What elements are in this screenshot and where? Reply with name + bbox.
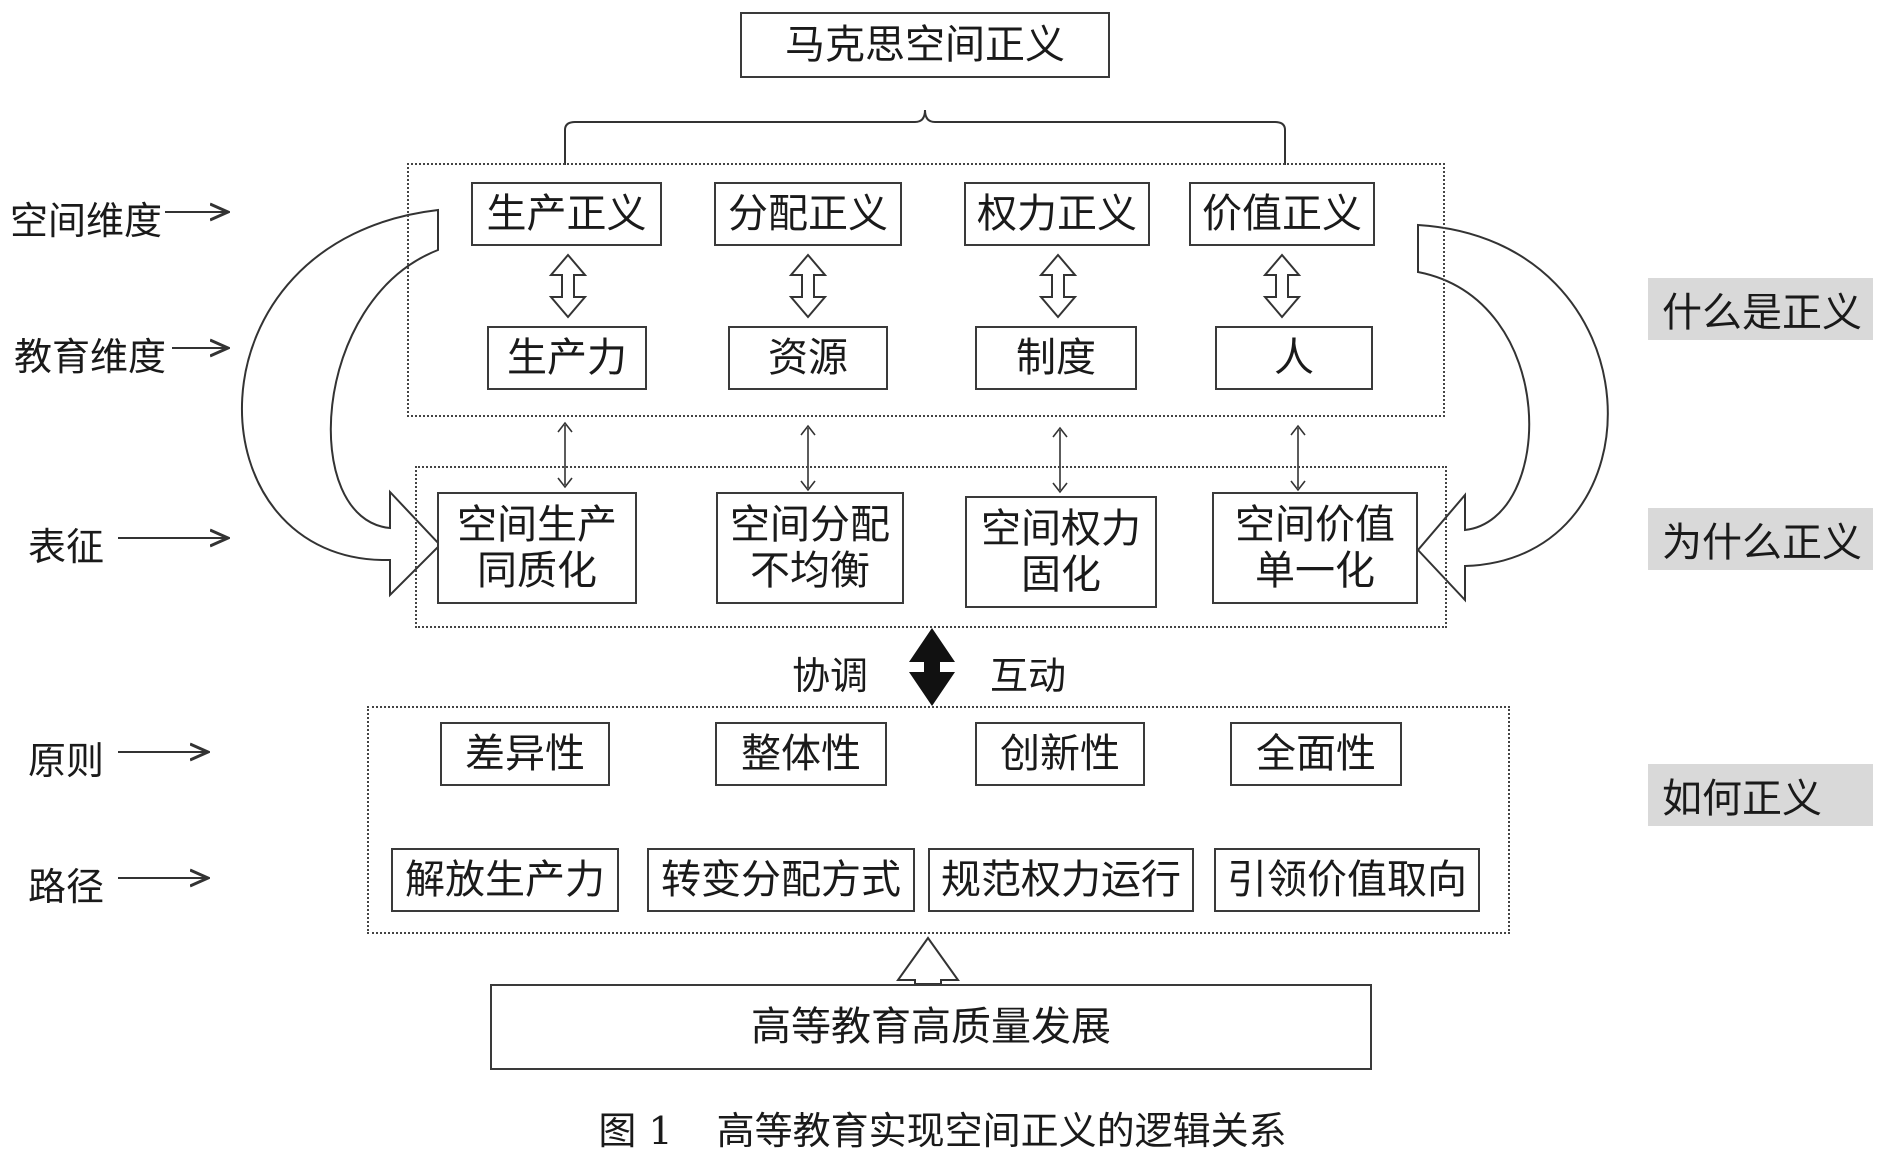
label-principle: 原则	[28, 739, 105, 783]
group-representation	[415, 466, 1447, 628]
path-regulate-power: 规范权力运行	[928, 848, 1194, 912]
question-why: 为什么正义	[1648, 508, 1873, 570]
question-how: 如何正义	[1648, 764, 1873, 826]
group-dimensions	[407, 163, 1445, 417]
repr-production: 空间生产 同质化	[437, 492, 637, 604]
label-coordinate: 协调	[792, 654, 869, 698]
principle-comprehensive: 全面性	[1230, 722, 1402, 786]
justice-power: 权力正义	[964, 182, 1150, 246]
question-what: 什么是正义	[1648, 278, 1873, 340]
title-brace	[564, 109, 1286, 165]
solid-double-arrow	[909, 628, 955, 706]
justice-distribution: 分配正义	[714, 182, 902, 246]
edu-resources: 资源	[728, 326, 888, 390]
principle-innovation: 创新性	[975, 722, 1145, 786]
label-space-dimension: 空间维度	[10, 199, 163, 243]
group-principles-paths	[367, 706, 1510, 934]
up-arrow	[896, 936, 960, 985]
repr-value: 空间价值 单一化	[1212, 492, 1418, 604]
figure-caption: 图 1 高等教育实现空间正义的逻辑关系	[0, 1100, 1885, 1155]
principle-difference: 差异性	[440, 722, 610, 786]
title-box: 马克思空间正义	[740, 12, 1110, 78]
edu-productivity: 生产力	[487, 326, 647, 390]
repr-distribution: 空间分配 不均衡	[716, 492, 904, 604]
repr-power: 空间权力 固化	[965, 496, 1157, 608]
path-change-distribution: 转变分配方式	[647, 848, 915, 912]
label-edu-dimension: 教育维度	[14, 335, 167, 379]
caption-fig: 图 1	[598, 1109, 673, 1153]
hollow-double-arrows	[548, 253, 1302, 319]
path-liberate-productivity: 解放生产力	[391, 848, 619, 912]
caption-text: 高等教育实现空间正义的逻辑关系	[716, 1109, 1287, 1153]
thin-double-arrows	[557, 421, 1306, 494]
principle-integrity: 整体性	[715, 722, 887, 786]
justice-value: 价值正义	[1189, 182, 1375, 246]
label-interact: 互动	[990, 654, 1067, 698]
right-curved-arrow	[1416, 223, 1609, 603]
edu-institution: 制度	[975, 326, 1137, 390]
edu-people: 人	[1215, 326, 1373, 390]
label-path: 路径	[28, 865, 105, 909]
justice-production: 生产正义	[471, 182, 662, 246]
bottom-box: 高等教育高质量发展	[490, 984, 1372, 1070]
label-representation: 表征	[28, 525, 105, 569]
path-lead-values: 引领价值取向	[1214, 848, 1480, 912]
left-curved-arrow	[240, 208, 442, 598]
